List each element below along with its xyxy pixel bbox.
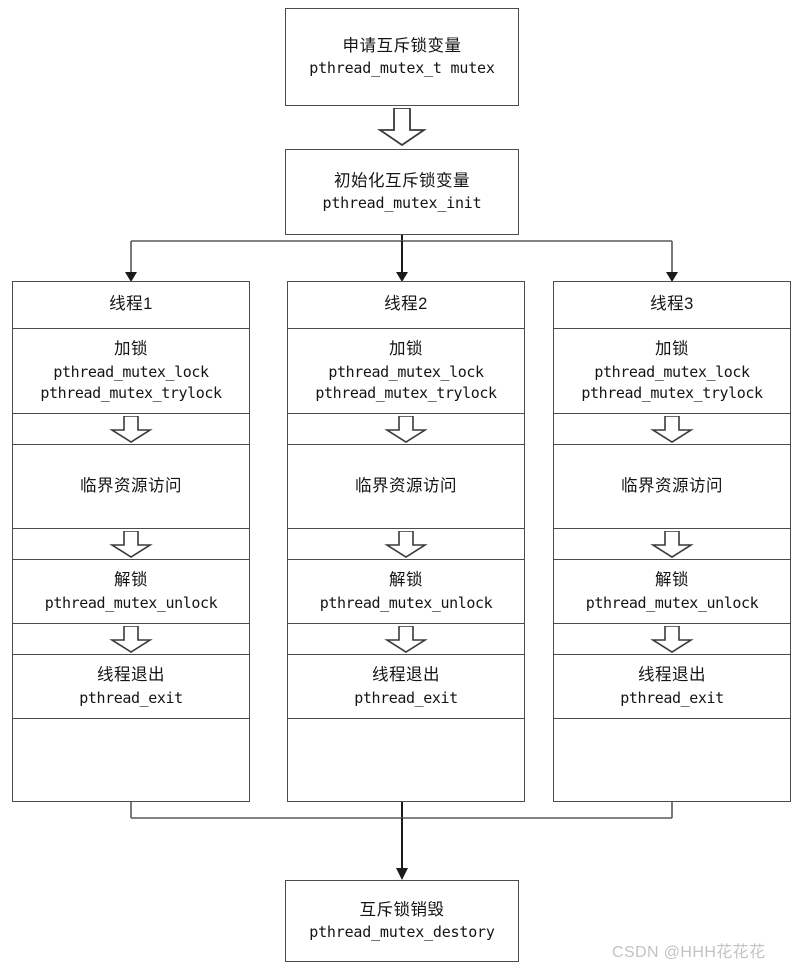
thread-1-arrow-lock-to-critical (13, 414, 249, 445)
thread-3-critical-title: 临界资源访问 (621, 476, 723, 495)
node-allocate-mutex: 申请互斥锁变量 pthread_mutex_t mutex (285, 8, 519, 106)
thread-2-exit-step: 线程退出 pthread_exit (288, 655, 524, 719)
thread-3-lock-title: 加锁 (655, 340, 689, 359)
thread-1-lock-code-1: pthread_mutex_lock (53, 362, 209, 381)
thread-3-footer-spacer (554, 719, 790, 761)
thread-3-unlock-code: pthread_mutex_unlock (585, 593, 759, 612)
thread-1-critical-section: 临界资源访问 (13, 445, 249, 529)
thread-1-unlock-title: 解锁 (114, 571, 148, 590)
csdn-watermark: CSDN @HHH花花花 (612, 944, 766, 961)
thread-2-lock-title: 加锁 (389, 340, 423, 359)
thread-3-exit-title: 线程退出 (638, 666, 706, 685)
thread-1-lock-title: 加锁 (114, 340, 148, 359)
thread-2-lock-step: 加锁 pthread_mutex_lock pthread_mutex_tryl… (288, 329, 524, 414)
node-destroy-title: 互斥锁销毁 (359, 901, 445, 920)
node-allocate-code: pthread_mutex_t mutex (309, 59, 495, 78)
thread-3-lock-step: 加锁 pthread_mutex_lock pthread_mutex_tryl… (554, 329, 790, 414)
thread-3-arrow-unlock-to-exit (554, 624, 790, 655)
thread-1-lock-step: 加锁 pthread_mutex_lock pthread_mutex_tryl… (13, 329, 249, 414)
thread-2-arrow-critical-to-unlock (288, 529, 524, 560)
thread-3-exit-code: pthread_exit (620, 688, 724, 707)
thread-1-unlock-step: 解锁 pthread_mutex_unlock (13, 560, 249, 624)
node-initialize-title: 初始化互斥锁变量 (334, 172, 470, 191)
thread-1-footer-spacer (13, 719, 249, 761)
node-allocate-title: 申请互斥锁变量 (342, 37, 462, 56)
thread-2-critical-section: 临界资源访问 (288, 445, 524, 529)
thread-3-lock-code-1: pthread_mutex_lock (594, 362, 750, 381)
thread-2-lock-code-1: pthread_mutex_lock (328, 362, 484, 381)
thread-3-arrow-lock-to-critical (554, 414, 790, 445)
thread-column-3: 线程3 加锁 pthread_mutex_lock pthread_mutex_… (553, 281, 791, 802)
thread-3-header-label: 线程3 (650, 295, 694, 314)
arrow-allocate-to-init (372, 108, 432, 146)
thread-3-arrow-critical-to-unlock (554, 529, 790, 560)
thread-2-exit-title: 线程退出 (372, 666, 440, 685)
thread-1-exit-step: 线程退出 pthread_exit (13, 655, 249, 719)
thread-2-header: 线程2 (288, 282, 524, 329)
thread-1-arrow-unlock-to-exit (13, 624, 249, 655)
thread-2-exit-code: pthread_exit (354, 688, 458, 707)
thread-1-arrow-critical-to-unlock (13, 529, 249, 560)
node-destroy-mutex: 互斥锁销毁 pthread_mutex_destory (285, 880, 519, 962)
thread-2-header-label: 线程2 (384, 295, 428, 314)
thread-3-unlock-step: 解锁 pthread_mutex_unlock (554, 560, 790, 624)
thread-column-1: 线程1 加锁 pthread_mutex_lock pthread_mutex_… (12, 281, 250, 802)
thread-2-critical-title: 临界资源访问 (355, 476, 457, 495)
thread-1-exit-title: 线程退出 (97, 666, 165, 685)
node-initialize-code: pthread_mutex_init (322, 194, 482, 213)
thread-2-unlock-code: pthread_mutex_unlock (319, 593, 493, 612)
thread-1-header-label: 线程1 (109, 295, 153, 314)
thread-1-exit-code: pthread_exit (79, 688, 183, 707)
thread-1-lock-code-2: pthread_mutex_trylock (40, 383, 222, 402)
thread-2-footer-spacer (288, 719, 524, 761)
thread-1-critical-title: 临界资源访问 (80, 476, 182, 495)
node-initialize-mutex: 初始化互斥锁变量 pthread_mutex_init (285, 149, 519, 235)
thread-1-unlock-code: pthread_mutex_unlock (44, 593, 218, 612)
thread-3-unlock-title: 解锁 (655, 571, 689, 590)
thread-2-arrow-lock-to-critical (288, 414, 524, 445)
thread-2-unlock-title: 解锁 (389, 571, 423, 590)
thread-3-critical-section: 临界资源访问 (554, 445, 790, 529)
thread-3-header: 线程3 (554, 282, 790, 329)
thread-3-exit-step: 线程退出 pthread_exit (554, 655, 790, 719)
thread-2-arrow-unlock-to-exit (288, 624, 524, 655)
thread-2-lock-code-2: pthread_mutex_trylock (315, 383, 497, 402)
thread-column-2: 线程2 加锁 pthread_mutex_lock pthread_mutex_… (287, 281, 525, 802)
thread-3-lock-code-2: pthread_mutex_trylock (581, 383, 763, 402)
node-destroy-code: pthread_mutex_destory (309, 923, 495, 942)
thread-2-unlock-step: 解锁 pthread_mutex_unlock (288, 560, 524, 624)
thread-1-header: 线程1 (13, 282, 249, 329)
